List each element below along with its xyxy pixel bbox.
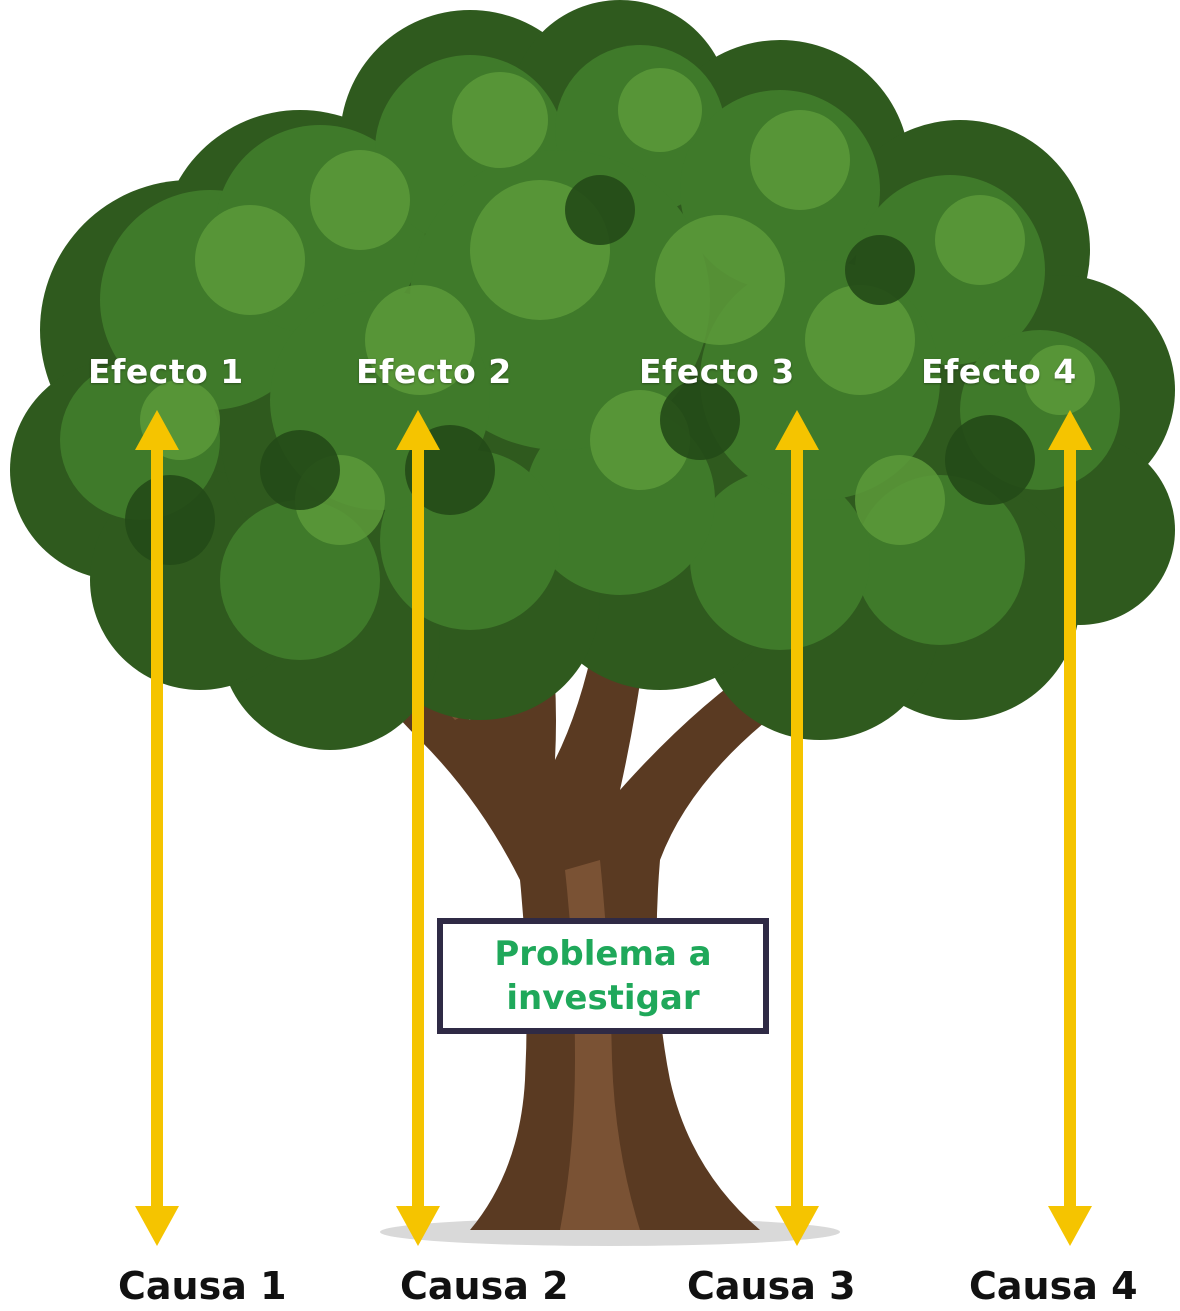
arrow-head-up-4 (1048, 410, 1092, 450)
double-arrow-4 (1048, 410, 1092, 1246)
arrow-shaft-4 (1064, 448, 1076, 1208)
double-arrow-2 (396, 410, 440, 1246)
problem-text: Problema a investigar (494, 934, 712, 1018)
arrow-head-down-2 (396, 1206, 440, 1246)
double-arrow-3 (775, 410, 819, 1246)
cause-label-2: Causa 2 (400, 1264, 569, 1308)
arrow-shaft-3 (791, 448, 803, 1208)
problem-box: Problema a investigar (437, 918, 769, 1034)
arrow-shaft-1 (151, 448, 163, 1208)
arrow-head-down-4 (1048, 1206, 1092, 1246)
cause-label-4: Causa 4 (969, 1264, 1138, 1308)
arrow-head-down-1 (135, 1206, 179, 1246)
cause-label-1: Causa 1 (118, 1264, 287, 1308)
effect-label-3: Efecto 3 (639, 352, 795, 391)
effect-label-4: Efecto 4 (921, 352, 1077, 391)
effect-label-2: Efecto 2 (356, 352, 512, 391)
arrow-shaft-2 (412, 448, 424, 1208)
arrow-head-up-2 (396, 410, 440, 450)
cause-label-3: Causa 3 (687, 1264, 856, 1308)
arrow-head-up-1 (135, 410, 179, 450)
tree-foliage (10, 0, 1175, 750)
arrow-head-down-3 (775, 1206, 819, 1246)
effect-label-1: Efecto 1 (88, 352, 244, 391)
double-arrow-1 (135, 410, 179, 1246)
arrows-layer (135, 410, 1092, 1246)
arrow-head-up-3 (775, 410, 819, 450)
